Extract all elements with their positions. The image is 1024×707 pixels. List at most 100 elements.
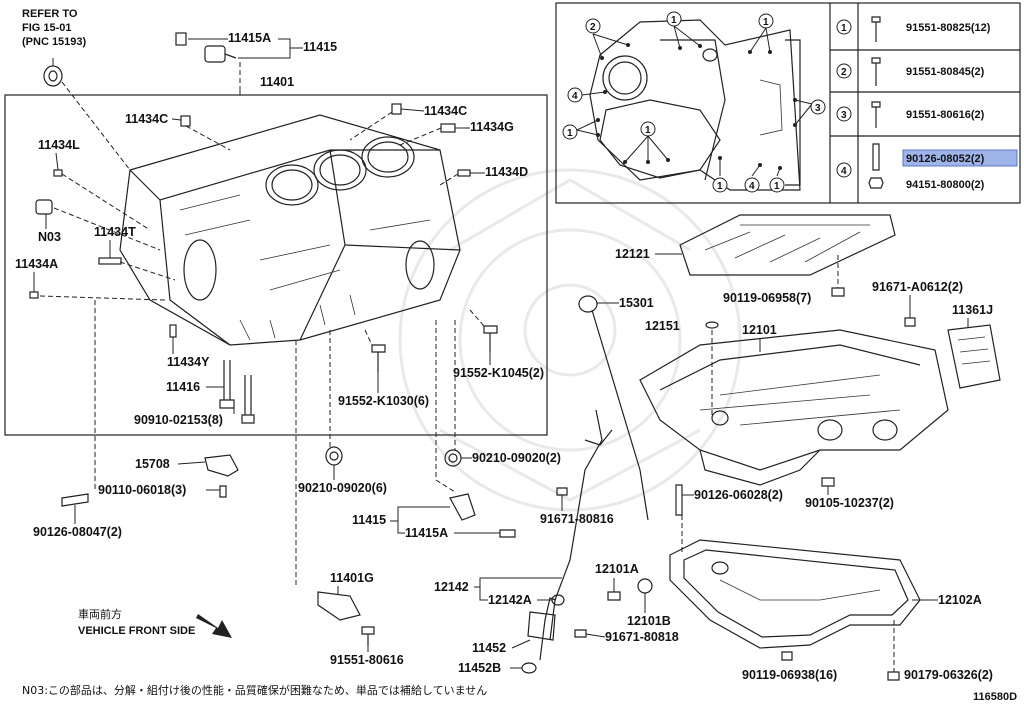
refer-note: REFER TO FIG 15-01 (PNC 15193) (22, 8, 87, 48)
legend-row-4: 4 90126-08052(2) 94151-80800(2) (836, 143, 1018, 191)
svg-text:1: 1 (717, 181, 723, 192)
part-label-11452B[interactable]: 11452B (458, 661, 501, 675)
oil-pan-lower-drawing (669, 539, 921, 649)
part-label-90119-06958[interactable]: 90119-06958(7) (723, 291, 811, 305)
svg-text:(PNC 15193): (PNC 15193) (22, 36, 87, 48)
part-label-90210-09020-2[interactable]: 90210-09020(2) (472, 451, 561, 465)
svg-text:1: 1 (763, 17, 769, 28)
part-label-11361J[interactable]: 11361J (952, 303, 993, 317)
part-label-91552-K1030[interactable]: 91552-K1030(6) (338, 394, 429, 408)
svg-text:1: 1 (567, 128, 573, 139)
part-label-12101A[interactable]: 12101A (595, 562, 639, 576)
footnote-N03: N03:この部品は、分解・組付け後の性能・品質確保が困難なため、単品では補給して… (22, 683, 487, 697)
part-label-91551-80616[interactable]: 91551-80616 (330, 653, 404, 667)
inset-box (555, 2, 1021, 204)
svg-text:1: 1 (841, 23, 847, 34)
front-arrow-icon (196, 614, 232, 638)
svg-text:1: 1 (671, 15, 677, 26)
svg-text:1: 1 (774, 181, 780, 192)
svg-text:2: 2 (590, 22, 596, 33)
part-label-15301[interactable]: 15301 (619, 296, 654, 310)
part-label-12142[interactable]: 12142 (434, 580, 469, 594)
block-small-parts (29, 32, 498, 424)
part-label-91671-A0612[interactable]: 91671-A0612(2) (872, 280, 963, 294)
bolt-90119-06958 (831, 287, 845, 297)
part-label-N03[interactable]: N03 (38, 230, 61, 244)
part-label-11434L[interactable]: 11434L (38, 138, 80, 152)
part-label-11401[interactable]: 11401 (260, 75, 294, 89)
part-label-11415-mid[interactable]: 11415 (352, 513, 386, 527)
svg-text:2: 2 (841, 67, 847, 78)
part-label-11434C-a[interactable]: 11434C (125, 112, 168, 126)
part-label-11434C-b[interactable]: 11434C (424, 104, 467, 118)
bolt-90105-10237 (821, 477, 835, 487)
part-label-11434D[interactable]: 11434D (485, 165, 528, 179)
front-side-jp: 車両前方 (78, 607, 122, 621)
part-label-12121[interactable]: 12121 (615, 247, 650, 261)
part-label-91671-80818[interactable]: 91671-80818 (605, 630, 679, 644)
part-label-12142A[interactable]: 12142A (488, 593, 532, 607)
part-label-15708[interactable]: 15708 (135, 457, 170, 471)
part-label-12102A[interactable]: 12102A (938, 593, 982, 607)
part-label-11415-top[interactable]: 11415 (303, 40, 337, 54)
cylinder-block-group-box (4, 94, 548, 436)
part-label-11401G[interactable]: 11401G (330, 571, 374, 585)
part-label-11434G[interactable]: 11434G (470, 120, 514, 134)
part-label-11416[interactable]: 11416 (166, 380, 200, 394)
legend-part-90126-08052[interactable]: 90126-08052(2) (906, 153, 985, 165)
svg-text:4: 4 (841, 166, 847, 177)
inset-callouts: 2 1 1 4 1 1 3 1 4 1 (562, 11, 826, 193)
svg-text:3: 3 (815, 103, 821, 114)
legend-part-91551-80845[interactable]: 91551-80845(2) (906, 66, 985, 78)
part-label-11452[interactable]: 11452 (472, 641, 506, 655)
part-label-90126-06028[interactable]: 90126-06028(2) (694, 488, 783, 502)
svg-text:4: 4 (572, 91, 578, 102)
svg-text:3: 3 (841, 110, 847, 121)
legend-part-94151-80800[interactable]: 94151-80800(2) (906, 179, 985, 191)
dipstick-assembly (521, 295, 649, 674)
part-label-90126-08047[interactable]: 90126-08047(2) (33, 525, 122, 539)
part-label-90105-10237[interactable]: 90105-10237(2) (805, 496, 894, 510)
legend-highlight (902, 149, 1018, 167)
dashed-guides-left (39, 62, 485, 585)
part-label-90179-06326[interactable]: 90179-06326(2) (904, 668, 993, 682)
part-label-11415A-top[interactable]: 11415A (228, 31, 271, 45)
part-label-12151[interactable]: 12151 (645, 319, 680, 333)
nut-90179-06326 (887, 671, 900, 681)
figure-code: 116580D (973, 691, 1017, 703)
lower-left-parts (61, 446, 516, 646)
part-label-11415A-mid[interactable]: 11415A (405, 526, 448, 540)
part-label-11434A[interactable]: 11434A (15, 257, 58, 271)
refer-seal-part (43, 58, 63, 87)
vehicle-front-indicator: 車両前方 VEHICLE FRONT SIDE (78, 607, 232, 638)
part-label-12101[interactable]: 12101 (742, 323, 777, 337)
part-label-91671-80816[interactable]: 91671-80816 (540, 512, 614, 526)
bolt-90119-06938 (781, 651, 793, 661)
oring-12151 (705, 321, 719, 329)
baffle-plate-drawing (679, 214, 896, 276)
legend-row-1: 1 91551-80825(12) (836, 16, 991, 42)
cover-11361J-drawing (904, 317, 1001, 389)
inset-legend: 1 91551-80825(12) 2 91551-80845(2) 3 915… (830, 3, 1020, 203)
front-side-en: VEHICLE FRONT SIDE (78, 625, 195, 637)
legend-part-91551-80616[interactable]: 91551-80616(2) (906, 109, 985, 121)
svg-text:4: 4 (749, 181, 755, 192)
legend-row-3: 3 91551-80616(2) (836, 101, 985, 128)
legend-row-2: 2 91551-80845(2) (836, 57, 985, 86)
part-label-90910-02153[interactable]: 90910-02153(8) (134, 413, 223, 427)
part-label-90110-06018[interactable]: 90110-06018(3) (98, 483, 186, 497)
svg-text:FIG 15-01: FIG 15-01 (22, 22, 72, 34)
part-label-12101B[interactable]: 12101B (627, 614, 671, 628)
svg-text:REFER TO: REFER TO (22, 8, 78, 20)
stud-90126-06028 (675, 484, 683, 516)
part-label-90119-06938[interactable]: 90119-06938(16) (742, 668, 837, 682)
watermark-emblem (398, 168, 742, 512)
oil-pan-upper-drawing (639, 329, 949, 486)
part-label-11434Y[interactable]: 11434Y (167, 355, 210, 369)
part-label-91552-K1045[interactable]: 91552-K1045(2) (453, 366, 544, 380)
cylinder-block-drawing (119, 114, 461, 346)
legend-part-91551-80825[interactable]: 91551-80825(12) (906, 22, 991, 34)
part-label-90210-09020-6[interactable]: 90210-09020(6) (298, 481, 387, 495)
svg-text:1: 1 (645, 125, 651, 136)
